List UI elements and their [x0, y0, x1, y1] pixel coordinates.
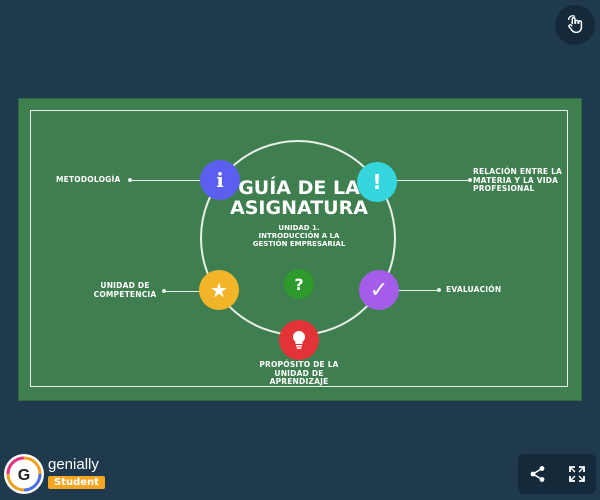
- connector-relacion: [397, 180, 469, 181]
- subtitle: UNIDAD 1. INTRODUCCIÓN A LA GESTIÓN EMPR…: [252, 224, 346, 248]
- connector-dot: [468, 178, 472, 182]
- proposito-button[interactable]: [279, 320, 319, 360]
- label-metodologia: METODOLOGÍA: [56, 175, 121, 184]
- connector-evaluacion: [398, 290, 438, 291]
- connector-dot: [128, 178, 132, 182]
- label-proposito: PROPÓSITO DE LA UNIDAD DE APRENDIZAJE: [259, 360, 339, 386]
- genially-logo[interactable]: G: [4, 454, 44, 494]
- label-competencia: UNIDAD DE COMPETENCIA: [93, 281, 157, 299]
- lightbulb-icon: [292, 330, 306, 349]
- label-evaluacion: EVALUACIÓN: [446, 285, 502, 294]
- genially-logo-icon: G: [6, 456, 42, 492]
- star-icon: ★: [210, 278, 228, 302]
- hand-pointer-button[interactable]: [555, 5, 595, 45]
- brand-name: genially: [48, 456, 99, 473]
- connector-competencia: [164, 291, 200, 292]
- hand-pointer-icon: [567, 15, 583, 34]
- center-question-button[interactable]: ?: [284, 269, 314, 299]
- competencia-button[interactable]: ★: [199, 270, 239, 310]
- slide-chalkboard: GUÍA DE LA ASIGNATURA UNIDAD 1. INTRODUC…: [18, 98, 582, 401]
- question-icon: ?: [294, 274, 304, 294]
- relacion-button[interactable]: !: [357, 162, 397, 202]
- chalk-frame: [30, 110, 568, 387]
- page-title: GUÍA DE LA ASIGNATURA: [230, 177, 368, 219]
- fullscreen-button[interactable]: [563, 460, 591, 488]
- student-badge: Student: [48, 476, 105, 489]
- share-button[interactable]: [524, 460, 552, 488]
- connector-dot: [162, 289, 166, 293]
- metodologia-button[interactable]: i: [200, 160, 240, 200]
- info-icon: i: [216, 168, 224, 192]
- connector-metodologia: [130, 180, 200, 181]
- exclamation-icon: !: [372, 170, 382, 194]
- connector-dot: [437, 288, 441, 292]
- fullscreen-icon: [568, 466, 585, 482]
- svg-text:G: G: [18, 467, 30, 484]
- evaluacion-button[interactable]: ✓: [359, 270, 399, 310]
- label-relacion: RELACIÓN ENTRE LA MATERIA Y LA VIDA PROF…: [473, 167, 563, 193]
- share-icon: [530, 466, 544, 482]
- check-icon: ✓: [369, 277, 389, 303]
- bottom-toolbar: [518, 454, 596, 494]
